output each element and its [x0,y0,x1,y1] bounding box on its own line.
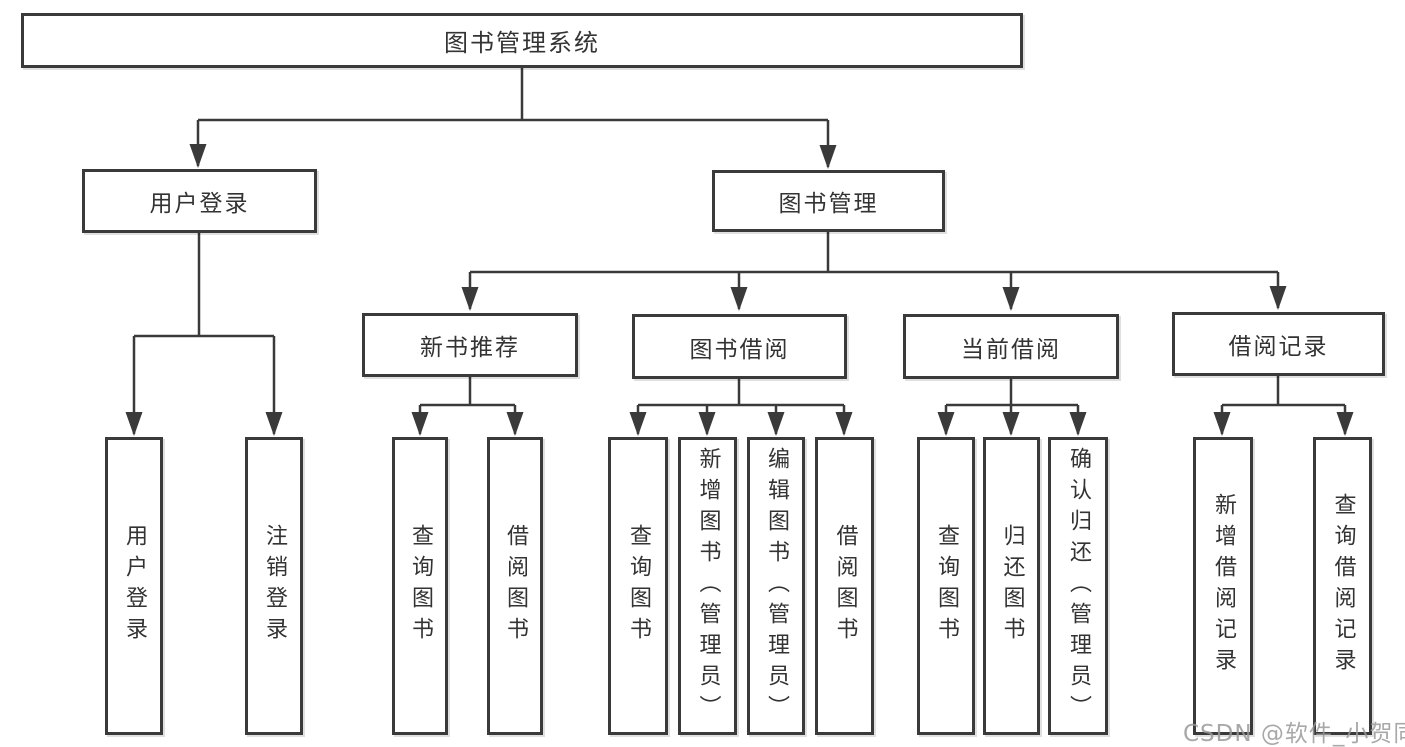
leaf-label: 注销登录 [262,524,287,648]
node-label: 图书管理系统 [444,29,600,57]
arrowheads [125,144,1354,436]
leaf-logout: 注销登录 [245,437,303,735]
node-label: 图书管理 [778,191,879,217]
leaf-query-books-borrowing: 查询图书 [608,437,668,735]
csdn-watermark: CSDN @软件_小贺同学 [1183,721,1405,747]
leaf-label: 确认归还（管理员） [1066,446,1091,726]
node-borrowing-records: 借阅记录 [1172,312,1385,376]
leaf-label: 新增图书（管理员） [695,446,721,726]
node-label: 借阅记录 [1228,334,1329,360]
leaf-label: 查询借阅记录 [1330,493,1356,679]
node-book-management: 图书管理 [712,170,945,232]
node-label: 用户登录 [149,191,250,217]
node-user-login: 用户登录 [82,169,317,233]
node-current-borrowing: 当前借阅 [903,314,1119,379]
leaf-label: 查询图书 [626,524,651,648]
leaf-return-books: 归还图书 [983,437,1040,735]
leaf-add-books-admin: 新增图书（管理员） [678,437,737,735]
node-label: 图书借阅 [689,336,790,363]
leaf-label: 归还图书 [999,524,1025,648]
node-label: 新书推荐 [420,335,520,361]
leaf-label: 新增借阅记录 [1211,493,1236,679]
leaf-query-borrow-record: 查询借阅记录 [1313,437,1372,735]
node-book-borrowing: 图书借阅 [632,314,847,379]
connector-strokes [132,68,1347,434]
leaf-edit-books-admin: 编辑图书（管理员） [747,437,805,735]
leaf-user-login: 用户登录 [105,437,163,735]
node-label: 当前借阅 [961,336,1061,363]
node-library-management-system: 图书管理系统 [21,13,1023,68]
leaf-query-books-current: 查询图书 [917,437,975,735]
leaf-borrow-books-recommend: 借阅图书 [487,437,543,735]
leaf-label: 用户登录 [122,524,147,648]
leaf-label: 查询图书 [934,524,959,648]
leaf-label: 借阅图书 [503,524,528,648]
leaf-borrow-books: 借阅图书 [815,437,874,735]
leaf-add-borrow-record: 新增借阅记录 [1193,437,1253,735]
leaf-label: 查询图书 [408,524,433,648]
leaf-query-books-recommend: 查询图书 [392,437,448,735]
leaf-confirm-return-admin: 确认归还（管理员） [1048,437,1108,735]
node-new-book-recommend: 新书推荐 [362,313,578,377]
leaf-label: 借阅图书 [832,524,858,648]
leaf-label: 编辑图书（管理员） [764,446,789,726]
